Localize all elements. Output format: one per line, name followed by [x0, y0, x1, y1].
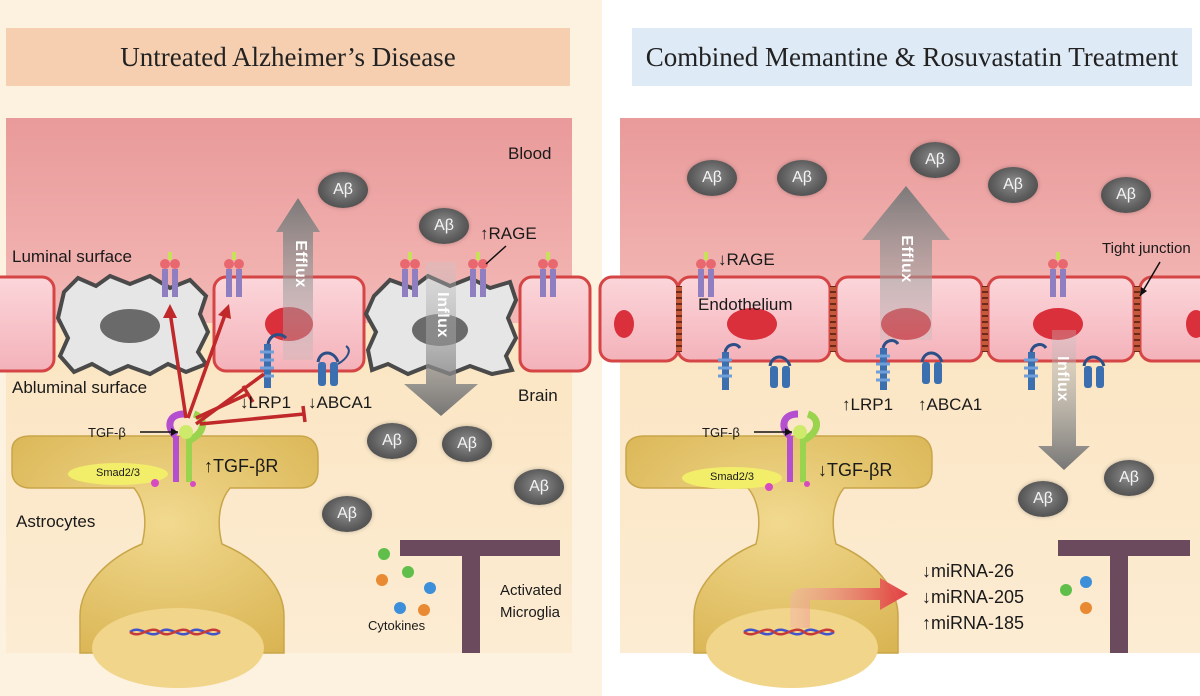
left-tgf-beta-label: TGF-β [88, 425, 126, 440]
left-astrocyte [11, 435, 319, 654]
left-dna-helix [129, 628, 221, 636]
right-tight-junction [1134, 286, 1140, 352]
left-inhibition-lines [194, 372, 307, 426]
left-abca1-transporter [316, 345, 350, 386]
left-abca1-label: ↓ABCA1 [308, 393, 373, 412]
amyloid-beta-blob: Aβ [419, 208, 469, 244]
left-endothelial-cell [0, 275, 56, 373]
amyloid-beta-blob: Aβ [910, 142, 960, 178]
right-tgf-br-label: ↓TGF-βR [818, 460, 893, 480]
left-lrp1-transporter [260, 333, 288, 388]
right-microglia [1058, 540, 1190, 653]
amyloid-beta-blob: Aβ [777, 160, 827, 196]
right-astrocyte-nucleus [706, 608, 878, 688]
right-cell-nucleus [614, 310, 634, 338]
right-tgf-beta-label: TGF-β [702, 425, 740, 440]
right-abca1-transporter [920, 351, 944, 384]
left-efflux-arrow [276, 198, 320, 360]
left-cytokines [376, 548, 436, 616]
right-dna-helix [743, 628, 835, 636]
right-panel-title: Combined Memantine & Rosuvastatin Treatm… [632, 28, 1192, 86]
amyloid-beta-blob: Aβ [442, 426, 492, 462]
luminal-surface-label: Luminal surface [12, 247, 133, 266]
amyloid-beta-blob: Aβ [322, 496, 372, 532]
right-rage-receptor [696, 252, 716, 297]
right-tight-junction [676, 286, 682, 352]
right-efflux-arrow [862, 186, 950, 340]
activated-microglia-label-1: Activated [500, 582, 562, 599]
right-tight-junction [982, 286, 988, 352]
right-expression-arrow [790, 578, 908, 628]
left-smad-phospho [151, 479, 159, 487]
right-lrp1-transporter [1024, 343, 1048, 390]
left-panel-title: Untreated Alzheimer’s Disease [6, 28, 570, 86]
left-rage-receptor [468, 252, 488, 297]
right-abca1-label: ↑ABCA1 [918, 395, 983, 414]
activated-microglia-label-2: Microglia [500, 604, 561, 621]
left-rage-receptor [538, 252, 558, 297]
left-rage-label: ↑RAGE [480, 224, 537, 243]
right-smad-ellipse [682, 467, 782, 489]
right-cell-nucleus [727, 308, 777, 340]
left-activation-arrows [163, 304, 231, 419]
left-smad-label: Smad2/3 [96, 467, 141, 479]
right-cell-nucleus [1186, 310, 1200, 338]
right-smad-label: Smad2/3 [710, 471, 755, 483]
left-influx-label: Influx [434, 292, 451, 338]
right-influx-arrow [1038, 330, 1090, 470]
left-rage-receptor [224, 252, 244, 297]
amyloid-beta-blob: Aβ [514, 469, 564, 505]
left-rage-receptor [400, 252, 420, 297]
left-rage-receptor [160, 252, 180, 297]
right-influx-label: Influx [1054, 356, 1071, 402]
amyloid-beta-blob: Aβ [367, 423, 417, 459]
left-smad-ellipse [68, 463, 168, 485]
mirna-205-label: ↓miRNA-205 [922, 587, 1025, 607]
right-tight-junction [830, 286, 836, 352]
right-abca1-transporter [768, 355, 792, 388]
left-influx-arrow [404, 262, 478, 416]
right-efflux-label: Efflux [898, 235, 915, 283]
endothelium-label: Endothelium [698, 295, 793, 314]
right-abca1-transporter [1082, 355, 1106, 388]
mirna-185-label: ↑miRNA-185 [922, 613, 1025, 633]
left-brain-label: Brain [518, 386, 558, 405]
right-smad-phospho [765, 483, 773, 491]
left-tgf-br-label: ↑TGF-βR [204, 456, 279, 476]
abluminal-surface-label: Abluminal surface [12, 378, 148, 397]
right-rage-receptor [1048, 252, 1068, 297]
left-blood-label: Blood [508, 144, 552, 163]
left-scene [0, 118, 592, 688]
right-lrp1-transporter [718, 343, 742, 390]
astrocytes-label: Astrocytes [16, 512, 96, 531]
right-tgf-pointer-head [785, 428, 792, 436]
right-lrp1-transporter [876, 339, 900, 390]
right-scene [598, 118, 1200, 688]
left-rage-pointer [485, 245, 507, 265]
amyloid-beta-blob: Aβ [318, 172, 368, 208]
right-endothelial-cell [598, 275, 680, 363]
amyloid-beta-blob: Aβ [687, 160, 737, 196]
amyloid-beta-blob: Aβ [988, 167, 1038, 203]
left-damaged-nucleus [100, 309, 160, 343]
left-tgf-pointer-head [171, 428, 178, 436]
amyloid-beta-blob: Aβ [1101, 177, 1151, 213]
left-lrp1-label: ↓LRP1 [240, 393, 292, 412]
left-microglia [400, 540, 560, 653]
right-junction-pointer-head [1140, 287, 1147, 296]
cytokines-label: Cytokines [368, 618, 426, 633]
amyloid-beta-blob: Aβ [1018, 481, 1068, 517]
left-efflux-label: Efflux [292, 240, 309, 288]
right-rage-label: ↓RAGE [718, 250, 775, 269]
right-cytokines [1060, 576, 1092, 614]
left-astrocyte-nucleus [92, 608, 264, 688]
tight-junction-label: Tight junction [1102, 240, 1191, 257]
amyloid-beta-blob: Aβ [1104, 460, 1154, 496]
right-lrp1-label: ↑LRP1 [842, 395, 894, 414]
mirna-26-label: ↓miRNA-26 [922, 561, 1015, 581]
